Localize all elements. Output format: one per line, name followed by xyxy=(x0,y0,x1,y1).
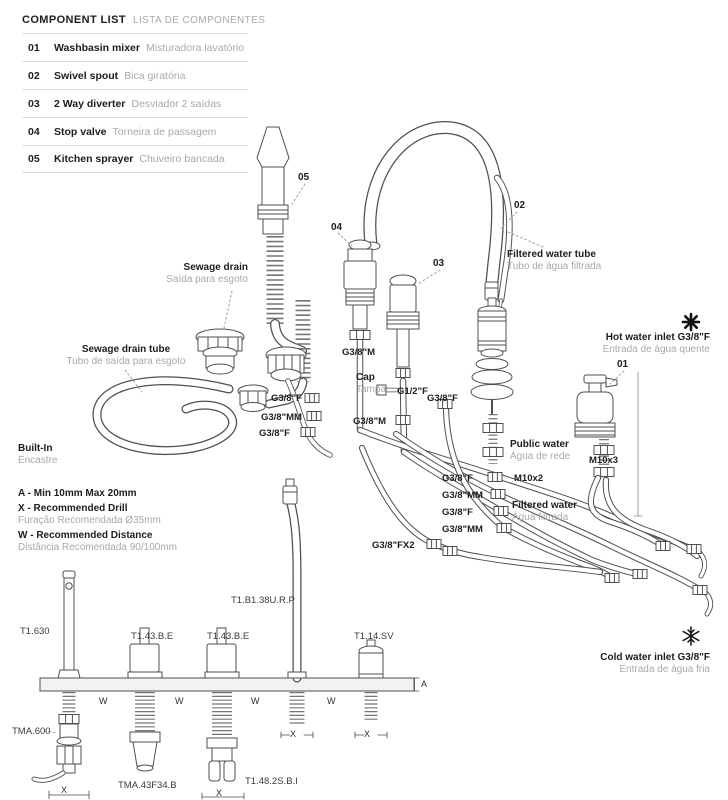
public-water-label: Public water Água de rede xyxy=(510,439,571,462)
dim-letter-x: X xyxy=(61,785,68,795)
component-number: 05 xyxy=(28,153,40,165)
kitchen-sprayer-drawing xyxy=(256,126,307,356)
component-name-pt: Misturadora lavatório xyxy=(145,41,245,54)
dim-letter-w: W xyxy=(327,696,336,706)
component-name-en: Swivel spout xyxy=(54,69,119,82)
hot-water-inlet-label: Hot water inlet G3/8"F Entrada de água q… xyxy=(602,332,710,355)
callout-number-05: 05 xyxy=(298,172,310,183)
public-water-filter-drawing xyxy=(470,297,514,464)
callout-number-04: 04 xyxy=(331,222,343,233)
table-row: 01 Washbasin mixer Misturadora lavatório xyxy=(22,33,248,61)
note-x: X - Recommended Drill Furação Recomendad… xyxy=(18,503,161,526)
part-code-t1b138urp: T1.B1.38U.R.P xyxy=(231,595,295,606)
sewage-drain-label: Sewage drain Saída para esgoto xyxy=(166,262,248,285)
table-row: 02 Swivel spout Bica giratória xyxy=(22,61,248,89)
dim-letter-x: X xyxy=(364,729,371,739)
fitting-label-g38m-mid: G3/8"M xyxy=(353,416,387,427)
built-in-label: Built-In Encastre xyxy=(18,443,58,466)
filtered-water-label: Filtered water Água filtrada xyxy=(512,500,578,523)
component-name-pt: Chuveiro bancada xyxy=(139,153,225,165)
stop-valve-drawing xyxy=(343,239,377,434)
part-code-tma43f34b: TMA.43F34.B xyxy=(118,780,177,791)
dim-letter-x: X xyxy=(216,788,223,798)
component-number: 02 xyxy=(28,69,40,82)
part-code-t1482sbi: T1.48.2S.B.I xyxy=(245,776,298,787)
countertop-drawing xyxy=(39,677,420,692)
callout-number-02: 02 xyxy=(514,200,526,211)
under-counter-parts-drawing xyxy=(31,692,378,783)
fitting-label-g38mm-a: G3/8"MM xyxy=(261,412,302,423)
cap-label: Cap Tampa xyxy=(356,372,387,395)
page-title: COMPONENT LIST xyxy=(22,14,126,26)
hot-icon xyxy=(681,312,701,332)
hose-bundle-drawing xyxy=(300,393,714,617)
dim-letter-w: W xyxy=(175,696,184,706)
part-code-t1630: T1.630 xyxy=(20,626,50,637)
note-w: W - Recommended Distance Distância Recom… xyxy=(18,530,177,553)
component-name-pt: Bica giratória xyxy=(124,69,186,82)
cold-icon xyxy=(682,626,700,646)
part-code-t143be-2: T1.43.B.E xyxy=(207,631,250,642)
table-row: 03 2 Way diverter Desviador 2 saídas xyxy=(22,89,248,117)
component-name-en: 2 Way diverter xyxy=(54,97,126,110)
fitting-label-g38f-b: G3/8"F xyxy=(427,393,458,404)
fitting-label-m10x2: M10x2 xyxy=(514,473,544,484)
component-list-table: 01 Washbasin mixer Misturadora lavatório… xyxy=(22,33,248,173)
component-name-en: Stop valve xyxy=(54,125,107,138)
part-code-t143be-1: T1.43.B.E xyxy=(131,631,174,642)
cold-water-inlet-label: Cold water inlet G3/8"F Entrada de água … xyxy=(600,652,710,675)
fitting-label-g12f: G1/2"F xyxy=(397,386,428,397)
note-a: A - Min 10mm Max 20mm xyxy=(18,488,137,499)
fitting-label-g38f-d: G3/8"F xyxy=(442,473,473,484)
dim-letter-w: W xyxy=(99,696,108,706)
dim-letter-w: W xyxy=(251,696,260,706)
washbasin-mixer-drawing xyxy=(574,374,618,478)
component-number: 03 xyxy=(28,97,40,110)
fitting-label-g38m-top: G3/8"M xyxy=(342,347,376,358)
component-name-en: Kitchen sprayer xyxy=(54,153,134,165)
leader-lines xyxy=(43,183,625,734)
callout-number-03: 03 xyxy=(433,258,445,269)
table-row: 04 Stop valve Torneira de passagem xyxy=(22,117,248,145)
sewage-drain-tube-label: Sewage drain tube Tubo de saída para esg… xyxy=(66,344,186,367)
fitting-label-g38fx2: G3/8"FX2 xyxy=(372,540,415,551)
component-list-header: COMPONENT LIST LISTA DE COMPONENTES xyxy=(22,10,265,28)
fitting-label-g38mm-b: G3/8"MM xyxy=(442,490,483,501)
sewage-drain-drawing xyxy=(195,300,333,458)
fitting-label-g38f-e: G3/8"F xyxy=(442,507,473,518)
page-subtitle: LISTA DE COMPONENTES xyxy=(133,15,266,26)
swivel-spout-drawing xyxy=(361,121,505,301)
filtered-water-tube-label: Filtered water tube Tubo de água filtrad… xyxy=(507,249,602,272)
component-name-pt: Torneira de passagem xyxy=(112,125,217,138)
fitting-label-m10x3: M10x3 xyxy=(589,455,619,466)
component-name-en: Washbasin mixer xyxy=(54,41,140,54)
component-number: 04 xyxy=(28,125,40,138)
dim-letter-a: A xyxy=(421,679,428,689)
fitting-label-g38mm-c: G3/8"MM xyxy=(442,524,483,535)
part-code-tma600: TMA.600 xyxy=(12,726,51,737)
sewage-drain-tube-drawing xyxy=(92,376,238,456)
dim-letter-x: X xyxy=(290,729,297,739)
fitting-label-g38f-a: G3/8"F xyxy=(271,393,302,404)
part-code-t114sv: T1.14.SV xyxy=(354,631,394,642)
fitting-label-g38f-c: G3/8"F xyxy=(259,428,290,439)
component-number: 01 xyxy=(28,41,40,54)
component-name-pt: Desviador 2 saídas xyxy=(131,97,222,110)
dimension-lines xyxy=(48,371,643,800)
callout-number-01: 01 xyxy=(617,359,629,370)
mounted-parts-drawing xyxy=(57,478,384,683)
table-row: 05 Kitchen sprayer Chuveiro bancada xyxy=(22,145,248,173)
